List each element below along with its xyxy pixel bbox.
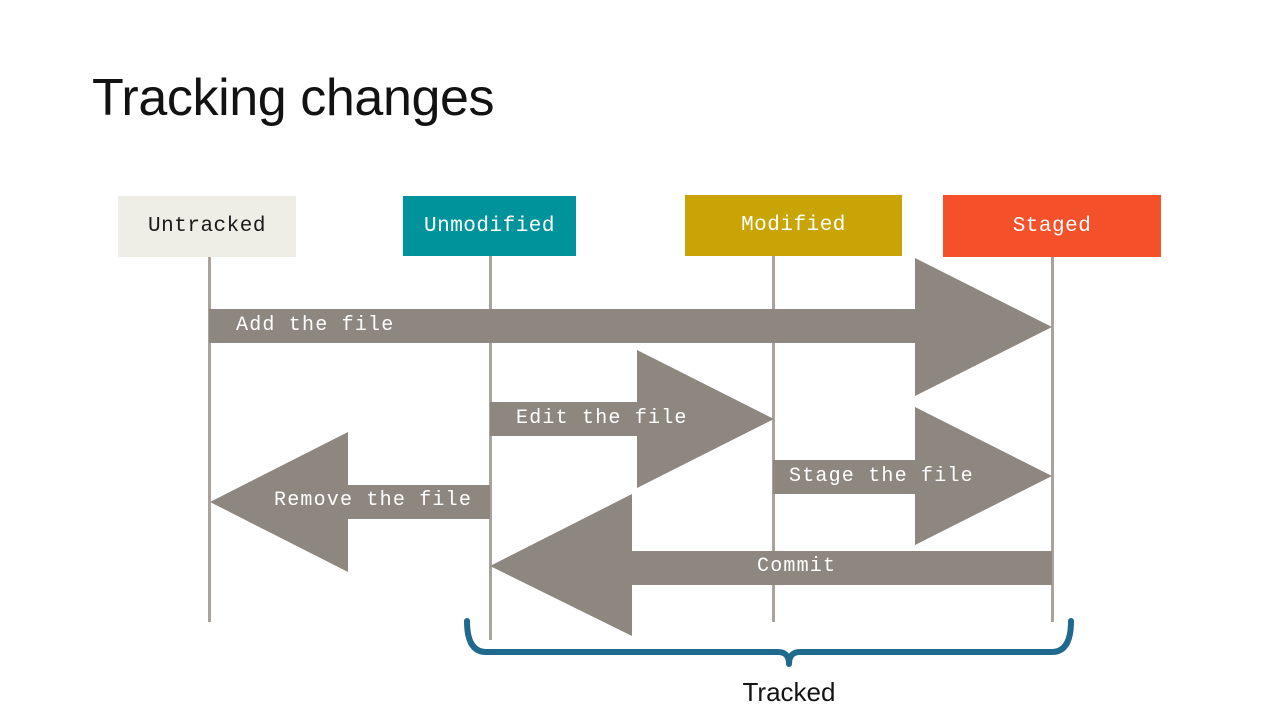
- state-label-untracked: Untracked: [148, 215, 266, 238]
- tracked-bracket-label-wrap: Tracked: [0, 679, 1280, 705]
- state-box-staged[interactable]: Staged: [943, 195, 1161, 257]
- page-title: Tracking changes: [92, 69, 495, 127]
- arrow-label-add-the-file: Add the file: [236, 314, 395, 337]
- arrow-label-stage-the-file: Stage the file: [789, 465, 974, 488]
- state-box-untracked[interactable]: Untracked: [118, 196, 296, 257]
- arrow-label-edit-the-file: Edit the file: [516, 407, 688, 430]
- state-label-unmodified: Unmodified: [423, 214, 556, 238]
- tracked-bracket-label: Tracked: [742, 677, 836, 707]
- state-box-modified[interactable]: Modified: [685, 195, 902, 256]
- arrow-commit: [490, 494, 1052, 636]
- state-label-staged: Staged: [1012, 214, 1092, 238]
- arrow-edit-the-file: [490, 350, 774, 488]
- tracked-bracket: [464, 618, 1074, 667]
- arrow-remove-the-file: [210, 432, 490, 572]
- arrow-label-remove-the-file: Remove the file: [274, 489, 473, 512]
- arrow-label-commit: Commit: [757, 555, 837, 578]
- arrow-stage-the-file: [773, 407, 1052, 545]
- state-box-unmodified[interactable]: Unmodified: [403, 196, 576, 256]
- state-label-modified: Modified: [741, 214, 846, 237]
- arrow-add-the-file: [209, 258, 1052, 396]
